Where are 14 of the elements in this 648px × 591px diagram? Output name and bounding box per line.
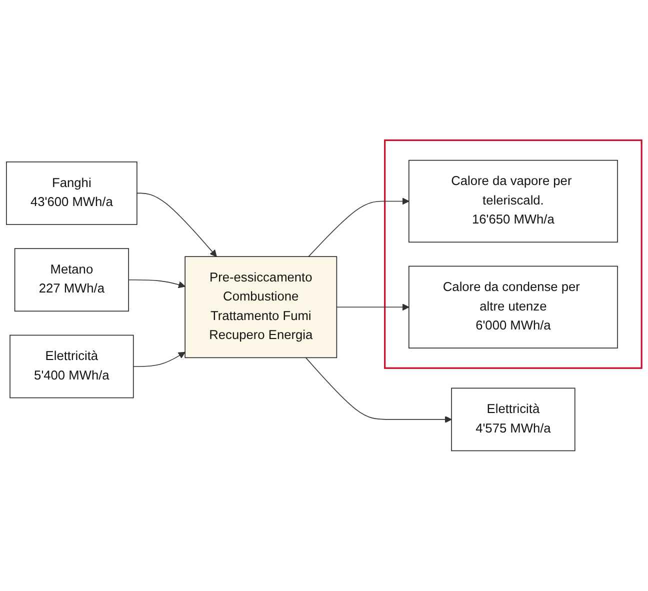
node-box: Pre-essiccamento Combustione Trattamento Fumi Recupero Energia	[184, 256, 338, 358]
arrow	[308, 198, 410, 257]
arrow	[305, 357, 452, 423]
arrow	[136, 192, 217, 257]
arrow	[132, 352, 186, 367]
cluster	[384, 139, 642, 369]
node-box: Calore da vapore per teleriscald. 16'650 MWh/a	[408, 160, 618, 243]
node-box: Elettricità 4'575 MWh/a	[451, 388, 576, 452]
node-box: Fanghi 43'600 MWh/a	[6, 162, 138, 225]
arrow	[128, 279, 186, 288]
node-box: Elettricità 5'400 MWh/a	[10, 334, 134, 398]
arrow	[336, 304, 410, 311]
node-box: Metano 227 MWh/a	[14, 248, 129, 312]
node-box: Calore da condense per altre utenze 6'000 MWh/a	[408, 266, 618, 348]
